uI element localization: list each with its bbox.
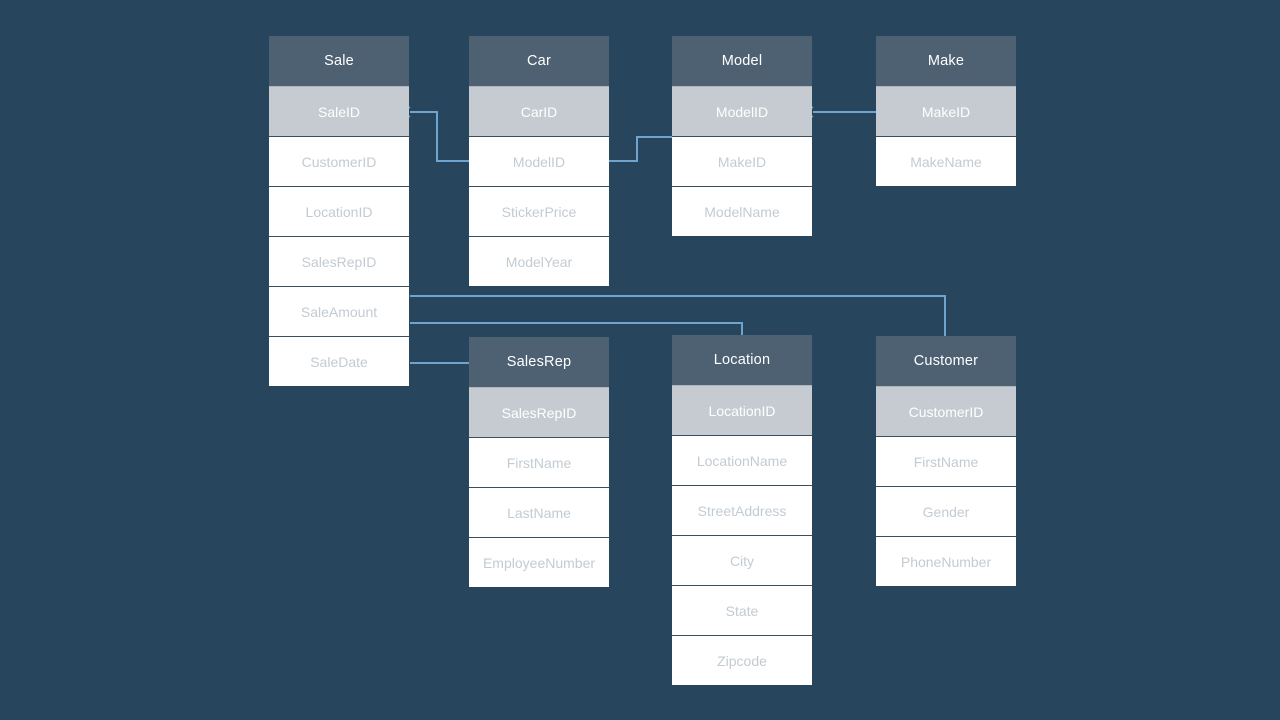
entity-field[interactable]: SaleAmount <box>269 286 409 336</box>
primary-key-field[interactable]: CarID <box>469 86 609 136</box>
primary-key-field[interactable]: ModelID <box>672 86 812 136</box>
primary-key-field[interactable]: SaleID <box>269 86 409 136</box>
entity-field[interactable]: ModelYear <box>469 236 609 286</box>
entity-field[interactable]: FirstName <box>469 437 609 487</box>
entity-field[interactable]: MakeName <box>876 136 1016 186</box>
connector-sale-car <box>410 111 469 162</box>
entity-field[interactable]: PhoneNumber <box>876 536 1016 586</box>
entity-title: Customer <box>876 336 1016 386</box>
connector-sale-customer <box>410 295 946 337</box>
primary-key-field[interactable]: CustomerID <box>876 386 1016 436</box>
entity-field[interactable]: Gender <box>876 486 1016 536</box>
entity-field[interactable]: FirstName <box>876 436 1016 486</box>
entity-title: Model <box>672 36 812 86</box>
entity-field[interactable]: EmployeeNumber <box>469 537 609 587</box>
entity-field[interactable]: CustomerID <box>269 136 409 186</box>
primary-key-field[interactable]: MakeID <box>876 86 1016 136</box>
entity-field[interactable]: LocationID <box>269 186 409 236</box>
entity-title: Location <box>672 335 812 385</box>
entity-field[interactable]: ModelName <box>672 186 812 236</box>
entity-field[interactable]: Zipcode <box>672 635 812 685</box>
entity-title: Car <box>469 36 609 86</box>
entity-title: Make <box>876 36 1016 86</box>
entity-title: Sale <box>269 36 409 86</box>
entity-field[interactable]: StickerPrice <box>469 186 609 236</box>
entity-field[interactable]: LastName <box>469 487 609 537</box>
connector-car-model <box>609 136 672 162</box>
entity-field[interactable]: SalesRepID <box>269 236 409 286</box>
entity-field[interactable]: City <box>672 535 812 585</box>
primary-key-field[interactable]: SalesRepID <box>469 387 609 437</box>
entity-field[interactable]: SaleDate <box>269 336 409 386</box>
entity-field[interactable]: State <box>672 585 812 635</box>
entity-field[interactable]: ModelID <box>469 136 609 186</box>
entity-field[interactable]: LocationName <box>672 435 812 485</box>
primary-key-field[interactable]: LocationID <box>672 385 812 435</box>
entity-field[interactable]: MakeID <box>672 136 812 186</box>
entity-title: SalesRep <box>469 337 609 387</box>
entity-field[interactable]: StreetAddress <box>672 485 812 535</box>
